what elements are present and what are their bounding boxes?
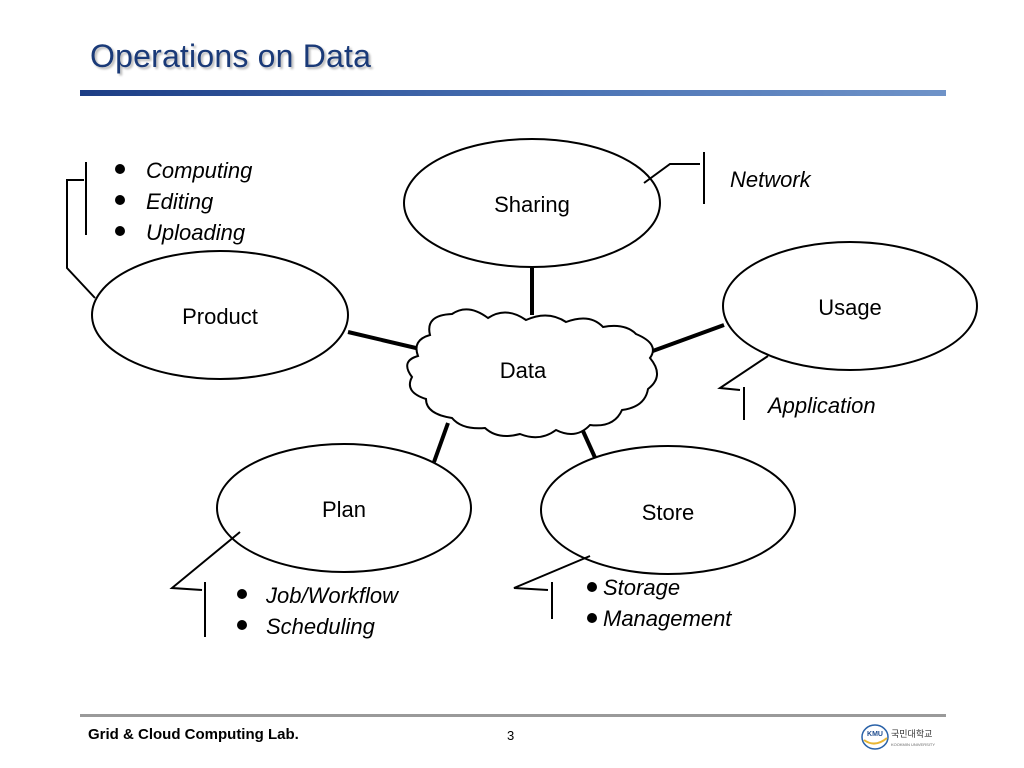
node-product: Product [91, 250, 349, 380]
logo-english-text: KOOKMIN UNIVERSITY [891, 742, 935, 747]
footer-divider [80, 714, 946, 717]
bullet-icon [115, 195, 125, 205]
page-number: 3 [507, 728, 515, 743]
node-sharing-label: Sharing [494, 192, 570, 217]
kookmin-university-logo: KMU 국민대학교 KOOKMIN UNIVERSITY [861, 724, 935, 750]
callout-product: Computing Editing Uploading [66, 158, 253, 299]
bullet-icon [587, 582, 597, 592]
callout-sharing-item: Network [730, 167, 812, 192]
node-plan-label: Plan [322, 497, 366, 522]
node-sharing: Sharing [403, 138, 661, 268]
logo-korean-text: 국민대학교 [891, 729, 932, 740]
callout-store-item: Storage [603, 575, 680, 600]
data-cloud: Data [406, 308, 658, 439]
bullet-icon [115, 164, 125, 174]
page-title: Operations on Data [90, 38, 372, 74]
node-store: Store [540, 445, 796, 575]
connector-usage [649, 323, 725, 354]
node-store-label: Store [642, 500, 695, 525]
node-plan: Plan [216, 443, 472, 573]
callout-product-item: Uploading [146, 220, 246, 245]
callout-usage-item: Application [766, 393, 876, 418]
callout-store-item: Management [603, 606, 732, 631]
bullet-icon [237, 620, 247, 630]
connector-plan [432, 422, 450, 463]
bullet-icon [237, 589, 247, 599]
logo-mark-text: KMU [867, 731, 883, 738]
bullet-icon [115, 226, 125, 236]
callout-product-item: Editing [146, 189, 214, 214]
callout-plan-item: Job/Workflow [265, 583, 400, 608]
callout-store: Storage Management [513, 555, 732, 631]
node-usage-label: Usage [818, 295, 882, 320]
title-divider [80, 90, 946, 96]
bullet-icon [587, 613, 597, 623]
callout-plan: Job/Workflow Scheduling [169, 531, 400, 639]
footer-lab-name: Grid & Cloud Computing Lab. [88, 726, 299, 743]
callout-usage: Application [717, 355, 876, 420]
callout-plan-item: Scheduling [266, 614, 376, 639]
node-usage: Usage [722, 241, 978, 371]
callout-sharing: Network [643, 152, 812, 204]
node-product-label: Product [182, 304, 258, 329]
callout-product-item: Computing [146, 158, 253, 183]
data-cloud-label: Data [500, 358, 547, 383]
